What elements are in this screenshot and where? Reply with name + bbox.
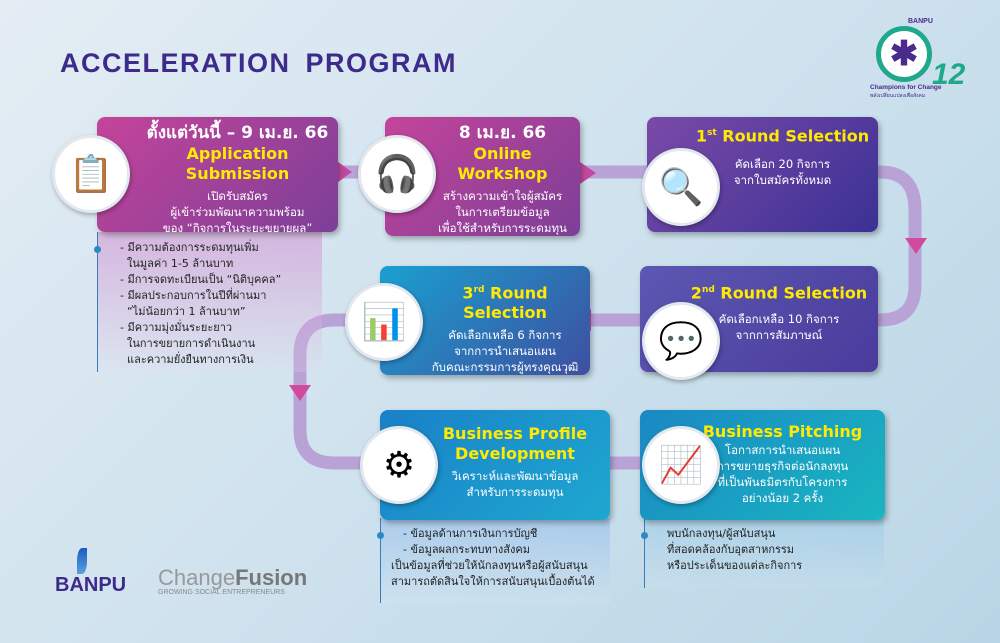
arrow-down-2 — [289, 385, 311, 401]
changefusion-logo: ChangeFusion GROWING SOCIAL ENTREPRENEUR… — [158, 565, 308, 597]
step-title: Business Pitching — [702, 422, 863, 441]
step-text: ของ “กิจการในระยะขยายผล” — [162, 221, 313, 235]
step-text: จากการสัมภาษณ์ — [735, 328, 823, 343]
step-text: ในการเตรียมข้อมูล — [455, 205, 550, 219]
step-text: จากใบสมัครทั้งหมด — [733, 173, 832, 188]
logo-number: 12 — [932, 58, 966, 91]
profile-notes: - ข้อมูลด้านการเงินการบัญชี - ข้อมูลผลกร… — [377, 518, 610, 603]
step-title: 2nd Round Selection — [690, 283, 868, 303]
step-title: Business Profile Development — [442, 424, 588, 463]
step-title: Online Workshop — [457, 144, 548, 183]
logo-text: พลังเปลี่ยนแปลงเพื่อสังคม — [870, 93, 926, 99]
logo-text: Champions for Change — [870, 84, 942, 91]
bullet-dot — [641, 532, 648, 539]
note-line: “ไม่น้อยกว่า 1 ล้านบาท” — [120, 305, 246, 318]
note-line: ในการขยายการดำเนินงาน — [120, 337, 256, 350]
page-title: ACCELERATION PROGRAM — [60, 48, 457, 78]
note-line: เป็นข้อมูลที่ช่วยให้นักลงทุนหรือผู้สนับส… — [391, 559, 588, 572]
step-title: Application Submission — [185, 144, 290, 183]
step-title: 1st Round Selection — [695, 126, 870, 146]
step-text: จากการนำเสนอแผน — [454, 344, 556, 359]
note-line: ที่สอดคล้องกับอุตสาหกรรม — [667, 543, 795, 556]
step-text: กับคณะกรรมการผู้ทรงคุณวุฒิ — [431, 360, 579, 375]
person-gears-icon: ⚙ — [360, 426, 438, 504]
arrow-right-1 — [338, 162, 352, 182]
step-text: คัดเลือกเหลือ 10 กิจการ — [718, 312, 840, 327]
step-text: วิเคราะห์และพัฒนาข้อมูล — [451, 469, 579, 483]
note-line: - มีความมุ่งมั่นระยะยาว — [120, 321, 233, 334]
note-line: - มีการจดทะเบียนเป็น “นิติบุคคล” — [120, 273, 282, 286]
step-text: การขยายธุรกิจต่อนักลงทุน — [716, 459, 849, 473]
pitching-notes: พบนักลงทุน/ผู้สนับสนุน ที่สอดคล้องกับอุต… — [641, 518, 884, 588]
document-person-icon: 📋 — [52, 135, 130, 213]
step-text: สร้างความเข้าใจผู้สมัคร — [442, 189, 563, 203]
presentation-board-icon: 📊 — [345, 283, 423, 361]
step-date: ตั้งแต่วันนี้ – 9 เม.ย. 66 — [146, 123, 329, 143]
bullet-dot — [94, 246, 101, 253]
step-text: คัดเลือก 20 กิจการ — [734, 157, 831, 172]
step-text: คัดเลือกเหลือ 6 กิจการ — [448, 328, 562, 343]
step-title: 3rd Round Selection — [462, 283, 548, 323]
note-line: - ข้อมูลผลกระทบทางสังคม — [403, 543, 530, 556]
note-line: สามารถตัดสินใจให้การสนับสนุนเบื้องต้นได้ — [391, 575, 595, 588]
step-date: 8 เม.ย. 66 — [458, 123, 547, 143]
bullet-dot — [377, 532, 384, 539]
note-line: - มีความต้องการระดมทุนเพิ่ม — [120, 241, 259, 254]
application-criteria: - มีความต้องการระดมทุนเพิ่ม ในมูลค่า 1-5… — [94, 232, 322, 372]
note-line: และความยั่งยืนทางการเงิน — [120, 353, 254, 366]
champions-for-change-logo: BANPU ✱ 12 Champions for Change พลังเปลี… — [870, 18, 966, 99]
step-text: เปิดรับสมัคร — [207, 189, 268, 203]
note-line: พบนักลงทุน/ผู้สนับสนุน — [667, 527, 776, 540]
step-text: โอกาสการนำเสนอแผน — [724, 443, 841, 457]
note-line: - มีผลประกอบการในปีที่ผ่านมา — [120, 289, 267, 302]
note-line: หรือประเด็นของแต่ละกิจการ — [667, 559, 803, 572]
step-text: ที่เป็นพันธมิตรกับโครงการ — [717, 475, 848, 489]
headset-operator-icon: 🎧 — [358, 135, 436, 213]
note-line: - ข้อมูลด้านการเงินการบัญชี — [403, 527, 538, 540]
step-text: สำหรับการระดมทุน — [466, 485, 564, 499]
pitching-chart-icon: 📈 — [642, 426, 720, 504]
step-text: อย่างน้อย 2 ครั้ง — [741, 491, 824, 505]
step-text: ผู้เข้าร่วมพัฒนาความพร้อม — [170, 205, 305, 219]
arrow-right-2 — [580, 162, 596, 184]
magnifier-people-icon: 🔍 — [642, 148, 720, 226]
logo-text: BANPU — [908, 18, 933, 25]
interview-person-icon: 💬 — [642, 302, 720, 380]
arrow-down-1 — [905, 238, 927, 254]
note-line: ในมูลค่า 1-5 ล้านบาท — [120, 257, 234, 270]
banpu-logo: BANPU — [55, 548, 126, 598]
step-text: เพื่อใช้สำหรับการระดมทุน — [438, 221, 567, 235]
step-application-submission: ตั้งแต่วันนี้ – 9 เม.ย. 66 Application S… — [97, 117, 338, 235]
